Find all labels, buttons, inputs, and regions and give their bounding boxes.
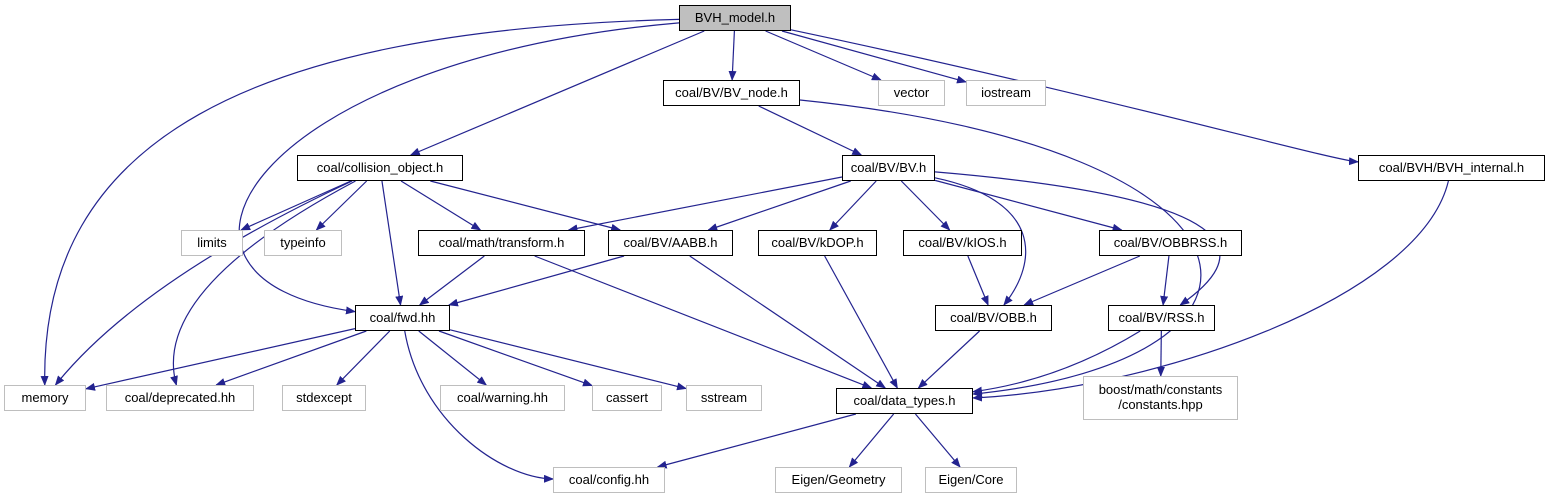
edge-bvh_model-memory bbox=[40, 18, 680, 386]
node-vector: vector bbox=[878, 80, 945, 106]
edge-collision_object-aabb bbox=[430, 180, 622, 232]
edge-collision_object-limits bbox=[240, 180, 352, 231]
edge-rss-data_types bbox=[972, 330, 1141, 395]
edge-data_types-config bbox=[656, 413, 857, 469]
edge-bvh_model-vector bbox=[765, 30, 882, 81]
node-memory: memory bbox=[4, 385, 86, 411]
node-boost: boost/math/constants /constants.hpp bbox=[1083, 376, 1238, 420]
edge-obbrss-obb bbox=[1023, 255, 1141, 306]
edge-collision_object-transform bbox=[400, 180, 482, 231]
edge-aabb-data_types bbox=[689, 255, 887, 389]
node-bvh-internal[interactable]: coal/BVH/BVH_internal.h bbox=[1358, 155, 1545, 181]
node-transform[interactable]: coal/math/transform.h bbox=[418, 230, 585, 256]
edge-fwd-memory bbox=[85, 328, 356, 391]
edge-collision_object-memory bbox=[54, 180, 353, 386]
node-limits: limits bbox=[181, 230, 243, 256]
node-aabb[interactable]: coal/BV/AABB.h bbox=[608, 230, 733, 256]
edge-bvh_internal-data_types bbox=[972, 180, 1449, 402]
node-sstream: sstream bbox=[686, 385, 762, 411]
node-eigen-core: Eigen/Core bbox=[925, 467, 1017, 493]
edge-obb-data_types bbox=[917, 330, 980, 389]
node-deprecated: coal/deprecated.hh bbox=[106, 385, 254, 411]
edge-bv-kdop bbox=[829, 180, 877, 231]
edge-collision_object-typeinfo bbox=[315, 180, 368, 231]
node-collision-object[interactable]: coal/collision_object.h bbox=[297, 155, 463, 181]
edge-kios-obb bbox=[967, 255, 989, 306]
node-typeinfo: typeinfo bbox=[264, 230, 342, 256]
edge-kdop-data_types bbox=[824, 255, 898, 389]
node-obbrss[interactable]: coal/BV/OBBRSS.h bbox=[1099, 230, 1242, 256]
node-warning: coal/warning.hh bbox=[440, 385, 565, 411]
edge-transform-data_types bbox=[534, 255, 873, 389]
node-data-types[interactable]: coal/data_types.h bbox=[836, 388, 973, 414]
edge-data_types-eigen_geometry bbox=[848, 413, 895, 468]
edge-fwd-sstream bbox=[449, 329, 687, 391]
node-bv-node[interactable]: coal/BV/BV_node.h bbox=[663, 80, 800, 106]
edge-fwd-cassert bbox=[438, 330, 593, 387]
node-iostream: iostream bbox=[966, 80, 1046, 106]
node-fwd[interactable]: coal/fwd.hh bbox=[355, 305, 450, 331]
node-config: coal/config.hh bbox=[553, 467, 665, 493]
node-kios[interactable]: coal/BV/kIOS.h bbox=[903, 230, 1022, 256]
node-eigen-geometry: Eigen/Geometry bbox=[775, 467, 902, 493]
edge-bv-obbrss bbox=[934, 179, 1123, 232]
edge-bvh_model-bvh_internal bbox=[790, 29, 1359, 166]
edge-fwd-warning bbox=[418, 330, 488, 386]
edge-data_types-eigen_core bbox=[914, 413, 961, 468]
node-bv[interactable]: coal/BV/BV.h bbox=[842, 155, 935, 181]
edge-bvh_model-iostream bbox=[781, 30, 967, 84]
edge-aabb-fwd bbox=[447, 255, 625, 307]
edge-bv-kios bbox=[900, 180, 951, 231]
edge-fwd-config bbox=[404, 330, 554, 483]
edge-bvh_model-fwd bbox=[238, 22, 680, 315]
node-rss[interactable]: coal/BV/RSS.h bbox=[1108, 305, 1215, 331]
node-obb[interactable]: coal/BV/OBB.h bbox=[935, 305, 1052, 331]
edge-bv-transform bbox=[567, 176, 843, 233]
edge-bv-obb bbox=[934, 177, 1027, 306]
edge-bvh_model-bv_node bbox=[728, 30, 737, 81]
edge-bvh_model-collision_object bbox=[409, 30, 705, 156]
edge-fwd-deprecated bbox=[215, 330, 367, 386]
edge-collision_object-deprecated bbox=[170, 180, 356, 386]
edge-obbrss-rss bbox=[1160, 255, 1170, 306]
node-kdop[interactable]: coal/BV/kDOP.h bbox=[758, 230, 877, 256]
edge-collision_object-fwd bbox=[381, 180, 404, 306]
node-stdexcept: stdexcept bbox=[282, 385, 366, 411]
edge-bv_node-bv bbox=[758, 105, 863, 156]
edge-bv-aabb bbox=[707, 180, 851, 231]
edge-rss-boost bbox=[1156, 330, 1165, 377]
edge-fwd-stdexcept bbox=[336, 330, 391, 386]
node-bvh-model: BVH_model.h bbox=[679, 5, 791, 31]
edge-transform-fwd bbox=[418, 255, 485, 306]
node-cassert: cassert bbox=[592, 385, 662, 411]
